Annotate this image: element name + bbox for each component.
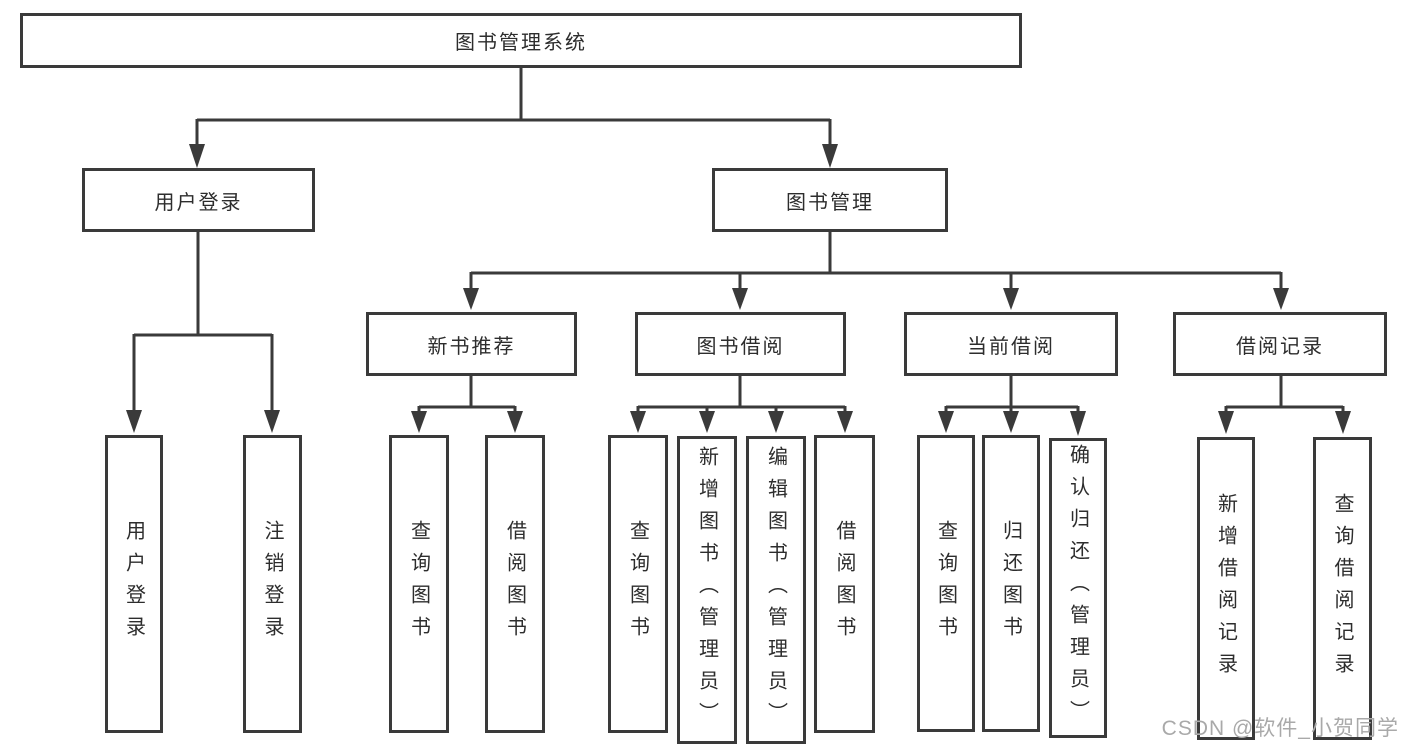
node-leaf-query-books-2: 查询图书 (608, 435, 668, 733)
node-label: 借阅图书 (833, 520, 855, 648)
node-label: 查询借阅记录 (1331, 492, 1353, 685)
node-label: 新书推荐 (427, 335, 516, 358)
connector-current-borrowing (938, 376, 1086, 436)
node-label: 新增图书（管理员） (695, 446, 718, 734)
node-label: 归还图书 (999, 519, 1022, 648)
node-leaf-add-book-admin: 新增图书（管理员） (677, 436, 737, 744)
node-label: 新增借阅记录 (1214, 492, 1237, 685)
connector-book-borrowing (630, 376, 853, 433)
node-leaf-logout: 注销登录 (243, 435, 302, 733)
node-label: 用户登录 (122, 520, 145, 648)
node-leaf-borrow-books-2: 借阅图书 (814, 435, 875, 733)
connector-book-management (463, 232, 1289, 310)
node-label: 图书管理 (786, 191, 874, 214)
node-leaf-confirm-return-admin: 确认归还（管理员） (1049, 438, 1107, 738)
node-label: 借阅记录 (1236, 335, 1324, 358)
node-root: 图书管理系统 (20, 13, 1022, 68)
node-leaf-query-borrow-record: 查询借阅记录 (1313, 437, 1372, 740)
node-leaf-query-books-1: 查询图书 (389, 435, 449, 733)
node-book-management: 图书管理 (712, 168, 948, 232)
node-label: 用户登录 (154, 191, 243, 214)
connector-user-login (126, 232, 280, 433)
node-leaf-borrow-books-1: 借阅图书 (485, 435, 545, 733)
node-label: 注销登录 (261, 520, 283, 648)
node-label: 借阅图书 (503, 520, 526, 648)
node-leaf-user-login: 用户登录 (105, 435, 163, 733)
node-user-login: 用户登录 (82, 168, 315, 232)
node-label: 查询图书 (407, 520, 430, 648)
node-leaf-add-borrow-record: 新增借阅记录 (1197, 437, 1255, 740)
node-label: 编辑图书（管理员） (764, 446, 787, 734)
node-leaf-query-books-3: 查询图书 (917, 435, 975, 732)
connector-root (189, 68, 838, 168)
node-book-borrowing: 图书借阅 (635, 312, 846, 376)
connector-borrowing-records (1218, 376, 1351, 434)
watermark-text: CSDN @软件_小贺同学 (1161, 717, 1399, 740)
connector-new-book-recommend (411, 376, 523, 433)
node-label: 当前借阅 (967, 335, 1055, 358)
node-label: 图书管理系统 (455, 32, 587, 54)
node-current-borrowing: 当前借阅 (904, 312, 1118, 376)
node-borrowing-records: 借阅记录 (1173, 312, 1387, 376)
node-leaf-edit-book-admin: 编辑图书（管理员） (746, 436, 806, 744)
node-label: 图书借阅 (696, 335, 785, 358)
node-label: 查询图书 (934, 519, 957, 648)
node-label: 查询图书 (626, 520, 649, 648)
node-leaf-return-book: 归还图书 (982, 435, 1040, 732)
node-label: 确认归还（管理员） (1066, 444, 1089, 732)
node-new-book-recommend: 新书推荐 (366, 312, 577, 376)
